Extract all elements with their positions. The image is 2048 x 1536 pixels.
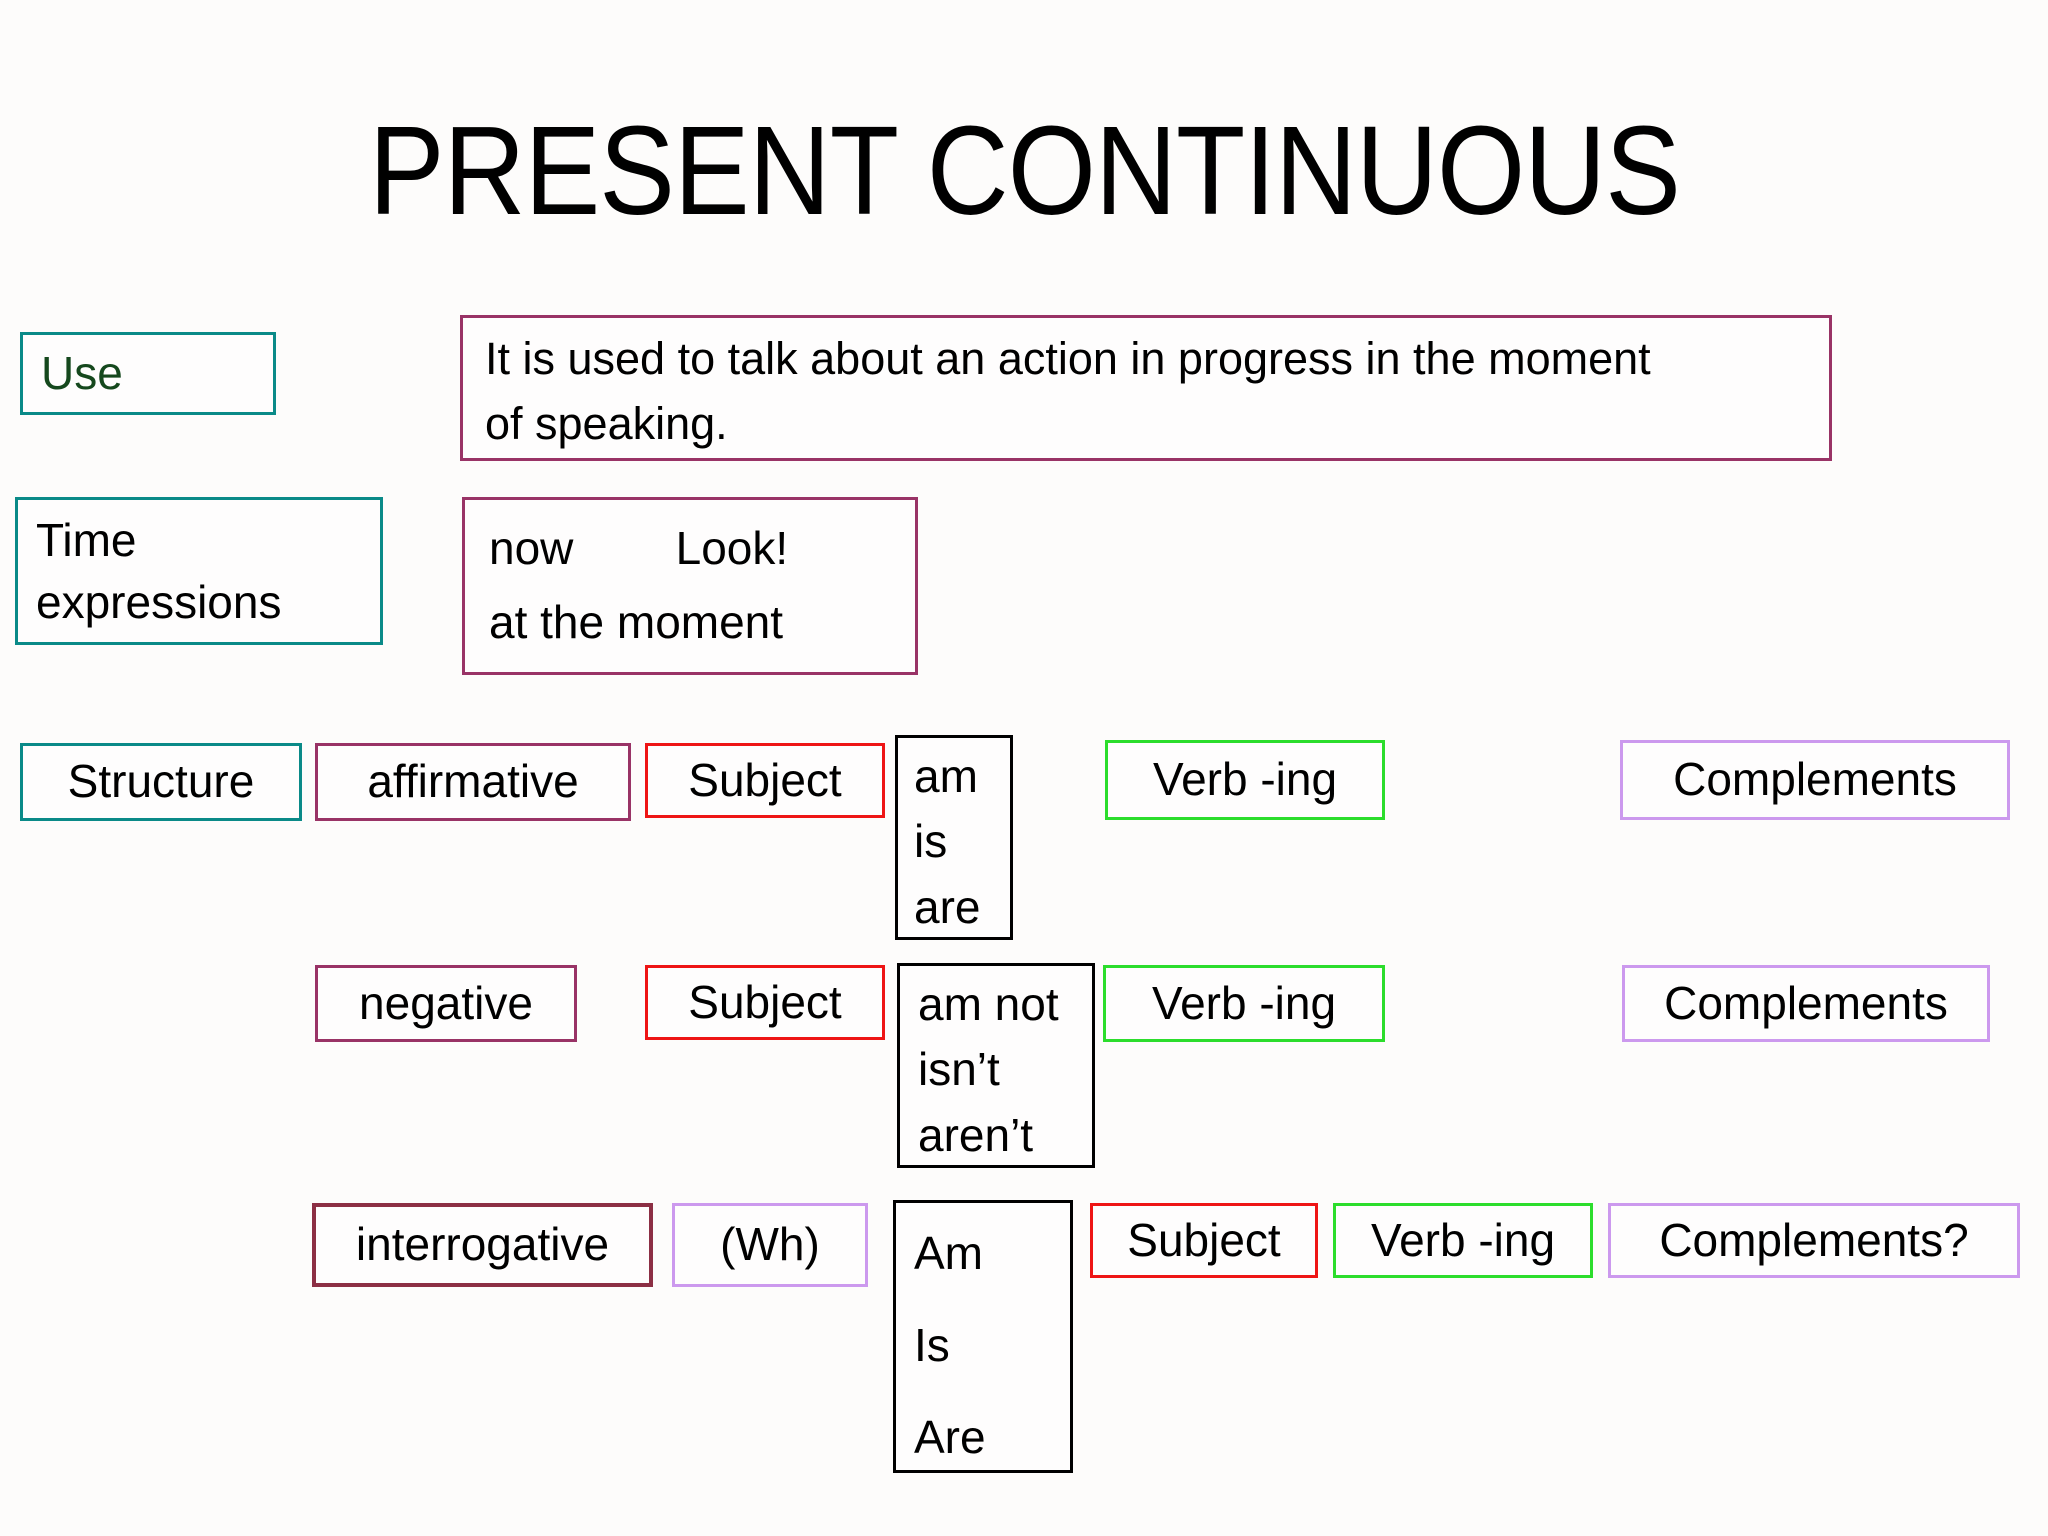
- use-label-box: Use: [20, 332, 276, 415]
- affirmative-auxiliary-box: am is are: [895, 735, 1013, 940]
- use-description-text: It is used to talk about an action in pr…: [485, 333, 1651, 450]
- affirmative-label: affirmative: [367, 755, 579, 808]
- affirmative-label-box: affirmative: [315, 743, 631, 821]
- use-description-box: It is used to talk about an action in pr…: [460, 315, 1832, 461]
- negative-complements-box: Complements: [1622, 965, 1990, 1042]
- negative-subject: Subject: [688, 975, 842, 1028]
- interrogative-wh: (Wh): [720, 1218, 820, 1271]
- affirmative-subject-box: Subject: [645, 743, 885, 818]
- negative-auxiliary: am not isn’t aren’t: [918, 978, 1059, 1161]
- negative-label-box: negative: [315, 965, 577, 1042]
- time-expressions-label: Time expressions: [36, 513, 282, 628]
- interrogative-verb-box: Verb -ing: [1333, 1203, 1593, 1278]
- time-expressions-examples: now Look! at the moment: [489, 522, 789, 648]
- negative-verb-box: Verb -ing: [1103, 965, 1385, 1042]
- interrogative-auxiliary-box: Am Is Are: [893, 1200, 1073, 1473]
- negative-auxiliary-box: am not isn’t aren’t: [897, 963, 1095, 1168]
- affirmative-complements: Complements: [1673, 753, 1957, 806]
- page-title: PRESENT CONTINUOUS: [0, 108, 2048, 234]
- interrogative-complements: Complements?: [1659, 1213, 1969, 1266]
- interrogative-label-box: interrogative: [312, 1203, 653, 1287]
- interrogative-subject: Subject: [1127, 1213, 1281, 1266]
- page-title-text: PRESENT CONTINUOUS: [368, 100, 1680, 241]
- time-expressions-label-box: Time expressions: [15, 497, 383, 645]
- negative-verb: Verb -ing: [1151, 976, 1337, 1029]
- interrogative-auxiliary: Am Is Are: [914, 1227, 986, 1463]
- affirmative-subject: Subject: [688, 753, 842, 806]
- interrogative-verb: Verb -ing: [1370, 1213, 1556, 1266]
- negative-label: negative: [359, 976, 533, 1029]
- interrogative-label: interrogative: [355, 1218, 610, 1271]
- interrogative-complements-box: Complements?: [1608, 1203, 2020, 1278]
- affirmative-complements-box: Complements: [1620, 740, 2010, 820]
- structure-label-box: Structure: [20, 743, 302, 821]
- negative-complements: Complements: [1664, 976, 1948, 1029]
- negative-subject-box: Subject: [645, 965, 885, 1040]
- use-label: Use: [41, 346, 123, 399]
- time-expressions-examples-box: now Look! at the moment: [462, 497, 918, 675]
- affirmative-auxiliary: am is are: [914, 750, 981, 933]
- interrogative-wh-box: (Wh): [672, 1203, 868, 1287]
- affirmative-verb: Verb -ing: [1152, 753, 1338, 806]
- interrogative-subject-box: Subject: [1090, 1203, 1318, 1278]
- structure-label: Structure: [67, 755, 255, 808]
- affirmative-verb-box: Verb -ing: [1105, 740, 1385, 820]
